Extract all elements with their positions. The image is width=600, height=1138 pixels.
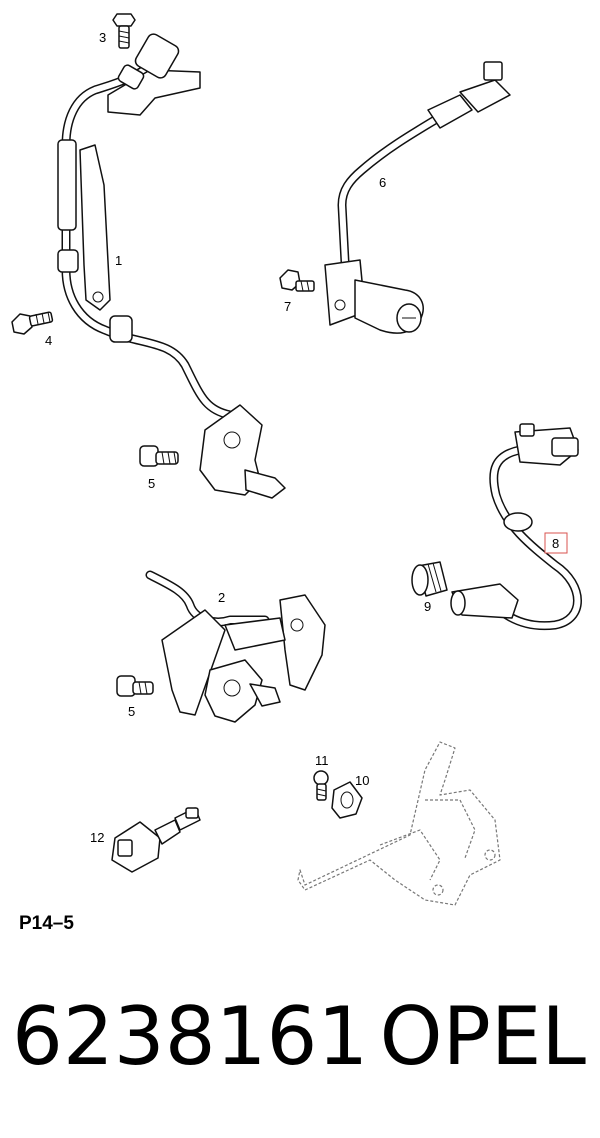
part-9-grommet [411, 561, 448, 597]
part-6-rear-sensor [324, 61, 511, 334]
part-1-sensor-harness [57, 33, 286, 499]
callout-3: 3 [99, 30, 106, 45]
callout-5-lower: 5 [128, 704, 135, 719]
callout-6: 6 [379, 175, 386, 190]
part-2-sensor-bracket [145, 570, 326, 723]
part-8-sensor-cable [450, 423, 582, 631]
callout-7: 7 [284, 299, 291, 314]
reference-bracket-outline [297, 741, 501, 906]
part-4-bolt [11, 311, 54, 335]
callout-8-highlight [544, 532, 568, 554]
callout-10: 10 [355, 773, 369, 788]
callout-8: 8 [552, 536, 559, 551]
part-5-bolt-lower [116, 675, 154, 697]
callout-2: 2 [218, 590, 225, 605]
part-11-screw [313, 770, 329, 801]
callout-1: 1 [115, 253, 122, 268]
callout-11: 11 [315, 753, 329, 768]
part-10-clip [331, 781, 363, 819]
callout-5-upper: 5 [148, 476, 155, 491]
part-number: 6238161 [12, 990, 369, 1083]
part-5-bolt-upper [139, 445, 179, 467]
callout-4: 4 [45, 333, 52, 348]
sheet-code: P14–5 [19, 913, 74, 934]
part-12-switch [111, 807, 201, 873]
part-7-bolt [279, 269, 315, 292]
callout-12: 12 [90, 830, 104, 845]
brand-name: OPEL [379, 990, 586, 1083]
part-3-bolt [112, 13, 136, 49]
callout-9: 9 [424, 599, 431, 614]
